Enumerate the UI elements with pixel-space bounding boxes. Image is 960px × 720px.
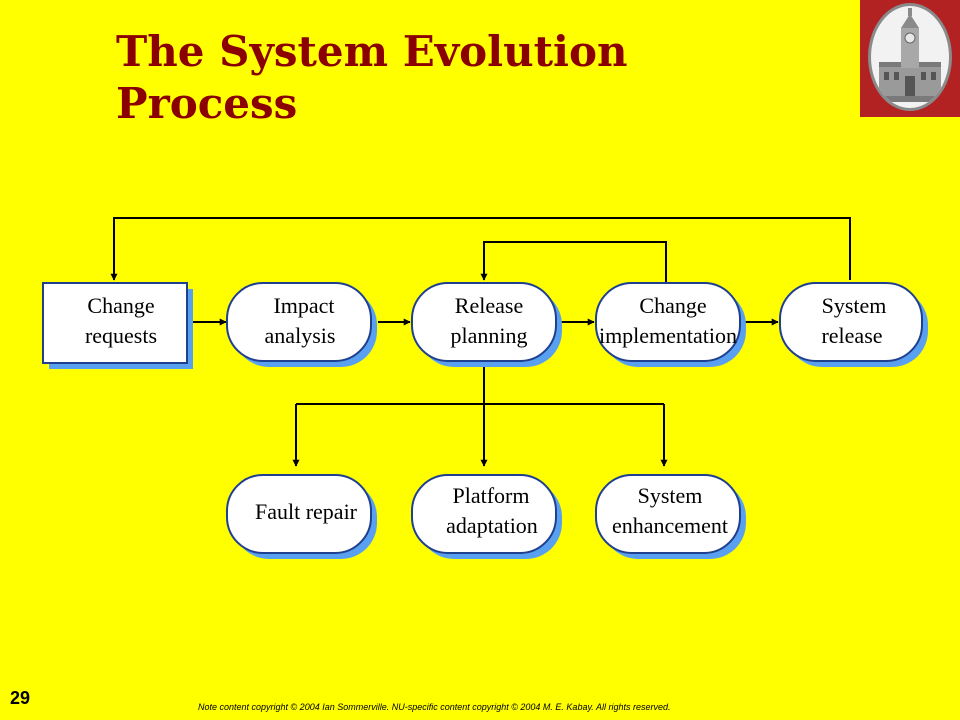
clock-tower-seal-icon: [868, 3, 952, 111]
node-impact-analysis: Impact analysis: [226, 282, 377, 367]
node-platform-adaptation-line1: Platform: [453, 483, 530, 508]
node-release-planning: Release planning: [411, 282, 562, 367]
node-system-enhancement: System enhancement: [595, 474, 746, 559]
node-impact-analysis-line2: analysis: [265, 323, 336, 348]
node-system-release: System release: [779, 282, 928, 367]
university-logo: [860, 0, 960, 117]
node-platform-adaptation: Platform adaptation: [411, 474, 562, 559]
copyright-notice: Note content copyright © 2004 Ian Sommer…: [198, 702, 671, 712]
feedback-arrow-implementation-to-planning: [480, 241, 667, 282]
slide-title-line2: Process: [116, 79, 298, 128]
slide-title-line1: The System Evolution: [116, 27, 628, 76]
node-impact-analysis-line1: Impact: [273, 293, 334, 318]
node-system-release-line2: release: [821, 323, 882, 348]
node-change-implementation-line2: implementation: [599, 323, 737, 348]
node-release-planning-line1: Release: [455, 293, 523, 318]
node-platform-adaptation-line2: adaptation: [446, 513, 538, 538]
node-change-implementation-line1: Change: [639, 293, 706, 318]
node-fault-repair: Fault repair: [226, 474, 377, 559]
node-system-enhancement-line2: enhancement: [612, 513, 728, 538]
slide-number: 29: [10, 688, 31, 708]
node-change-implementation: Change implementation: [595, 282, 746, 367]
connectors: [110, 217, 851, 467]
node-fault-repair-line1: Fault repair: [255, 499, 358, 524]
node-change-requests-line1: Change: [87, 293, 154, 318]
node-system-enhancement-line1: System: [638, 483, 703, 508]
node-release-planning-line2: planning: [451, 323, 528, 348]
node-change-requests-line2: requests: [85, 323, 157, 348]
feedback-arrow-release-to-requests: [110, 217, 851, 281]
node-change-requests: Change requests: [42, 282, 193, 369]
node-system-release-line1: System: [822, 293, 887, 318]
